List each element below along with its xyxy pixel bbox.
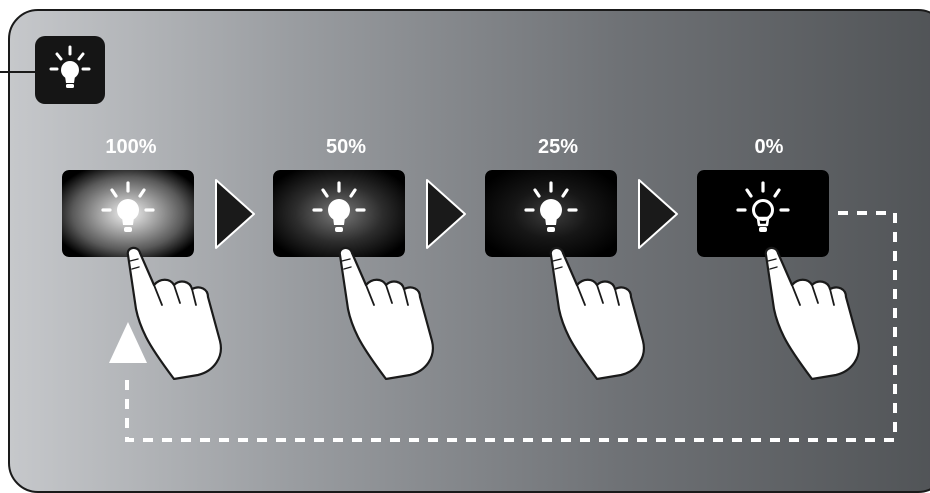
light-bulb-icon <box>273 170 405 257</box>
callout-line <box>0 71 36 73</box>
step-label-0: 0% <box>754 136 784 158</box>
light-bulb-icon <box>49 45 91 88</box>
light-button-0[interactable] <box>697 170 829 257</box>
pointing-hand-icon <box>764 246 860 380</box>
light-bulb-icon <box>697 170 829 257</box>
right-arrow-icon <box>638 179 678 249</box>
light-button-100[interactable] <box>62 170 194 257</box>
pointing-hand-icon <box>338 246 434 380</box>
right-arrow-icon <box>215 179 255 249</box>
pointing-hand-icon <box>549 246 645 380</box>
step-label-100: 100% <box>105 136 157 158</box>
light-bulb-badge <box>35 36 105 104</box>
step-label-25: 25% <box>537 136 579 158</box>
light-button-25[interactable] <box>485 170 617 257</box>
light-button-50[interactable] <box>273 170 405 257</box>
up-arrow-icon <box>109 322 147 363</box>
right-arrow-icon <box>426 179 466 249</box>
light-bulb-icon <box>62 170 194 257</box>
light-bulb-icon <box>485 170 617 257</box>
pointing-hand-icon <box>126 246 222 380</box>
step-label-50: 50% <box>325 136 367 158</box>
